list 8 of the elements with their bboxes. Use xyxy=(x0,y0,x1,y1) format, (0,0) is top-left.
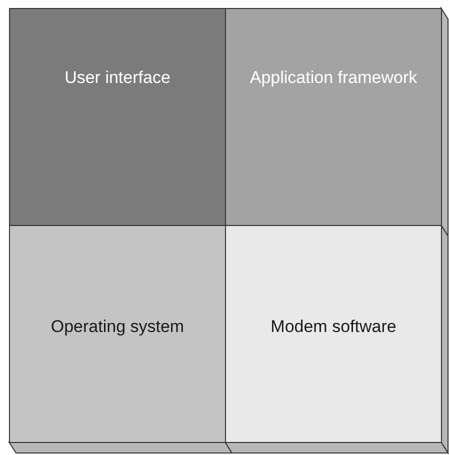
layer-block xyxy=(225,225,442,443)
layer-block xyxy=(9,8,226,226)
block-label: Operating system xyxy=(50,316,184,338)
layer-block xyxy=(225,8,442,226)
block-label: User interface xyxy=(64,67,170,89)
layer-block xyxy=(9,225,226,443)
block-label: Application framework xyxy=(250,67,418,89)
block-label: Modem software xyxy=(270,316,396,338)
